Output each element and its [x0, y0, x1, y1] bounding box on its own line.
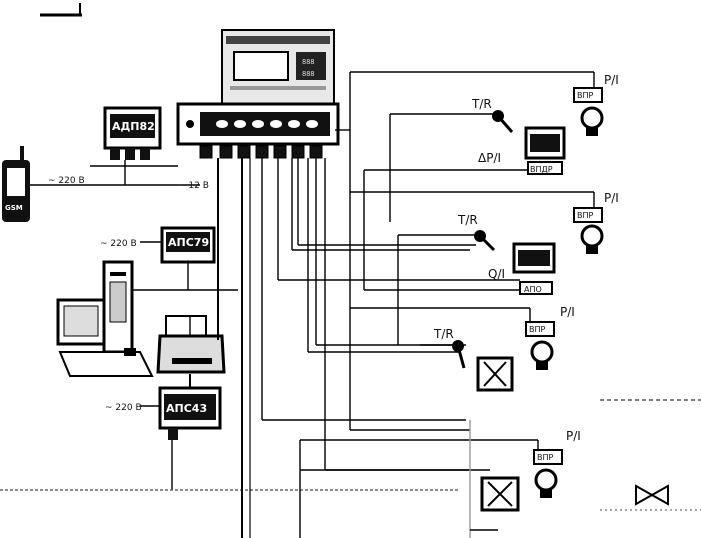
- adp82-label: АДП82: [112, 120, 155, 133]
- temperature-sensor-3: [452, 340, 466, 369]
- valve-1: [476, 356, 514, 392]
- aps79-label: АПС79: [168, 236, 209, 249]
- aps43-label: АПС43: [166, 402, 207, 415]
- tr-label-3: T/R: [433, 327, 454, 341]
- computer: [56, 260, 154, 377]
- valve-2: [480, 476, 520, 512]
- aps79-unit: [160, 226, 216, 264]
- svg-text:888: 888: [302, 58, 315, 66]
- flowmeter-q: [512, 242, 556, 295]
- dp-flowmeter: [524, 126, 566, 175]
- pressure-transmitter-2: [573, 207, 604, 254]
- wiring: [0, 71, 701, 538]
- vpr-tag-3: ВПР: [529, 325, 546, 334]
- vpr-tag-4: ВПР: [537, 453, 554, 462]
- pi-label-3: P/I: [560, 305, 575, 319]
- pressure-transmitter-1: [573, 87, 604, 136]
- vpr-tag-1: ВПР: [577, 91, 594, 100]
- voltage-220-aps79: ~ 220 В: [100, 239, 137, 249]
- pressure-transmitter-4: [533, 449, 563, 498]
- svg-text:888: 888: [302, 70, 315, 78]
- tr-label-2: T/R: [457, 213, 478, 227]
- main-controller: 888 888: [221, 29, 335, 113]
- top-left-fragment: [40, 3, 82, 17]
- temperature-sensor-1: [492, 110, 514, 133]
- vpr-tag-2: ВПР: [577, 211, 594, 220]
- tr-label-1: T/R: [471, 97, 492, 111]
- temperature-sensor-2: [474, 230, 496, 252]
- gate-valve: [635, 484, 669, 506]
- pressure-transmitter-3: [525, 321, 555, 370]
- q-label: Q/I: [488, 267, 505, 281]
- aps43-unit: [158, 386, 222, 440]
- apo-tag: АПО: [524, 285, 542, 294]
- printer: [156, 315, 226, 388]
- voltage-12: ~ 12 В: [178, 181, 209, 191]
- pi-label-2: P/I: [604, 191, 619, 205]
- adp82-unit: [103, 106, 162, 160]
- voltage-220-adp: ~ 220 В: [48, 176, 85, 186]
- voltage-220-aps43: ~ 220 В: [105, 403, 142, 413]
- gsm-label: GSM: [5, 204, 23, 212]
- terminal-block: [176, 102, 340, 159]
- pi-label-1: P/I: [604, 73, 619, 87]
- pi-label-4: P/I: [566, 429, 581, 443]
- gsm-phone: [2, 146, 30, 222]
- dp-label: ΔP/I: [478, 151, 501, 165]
- vpdr-tag: ВПДР: [530, 165, 553, 174]
